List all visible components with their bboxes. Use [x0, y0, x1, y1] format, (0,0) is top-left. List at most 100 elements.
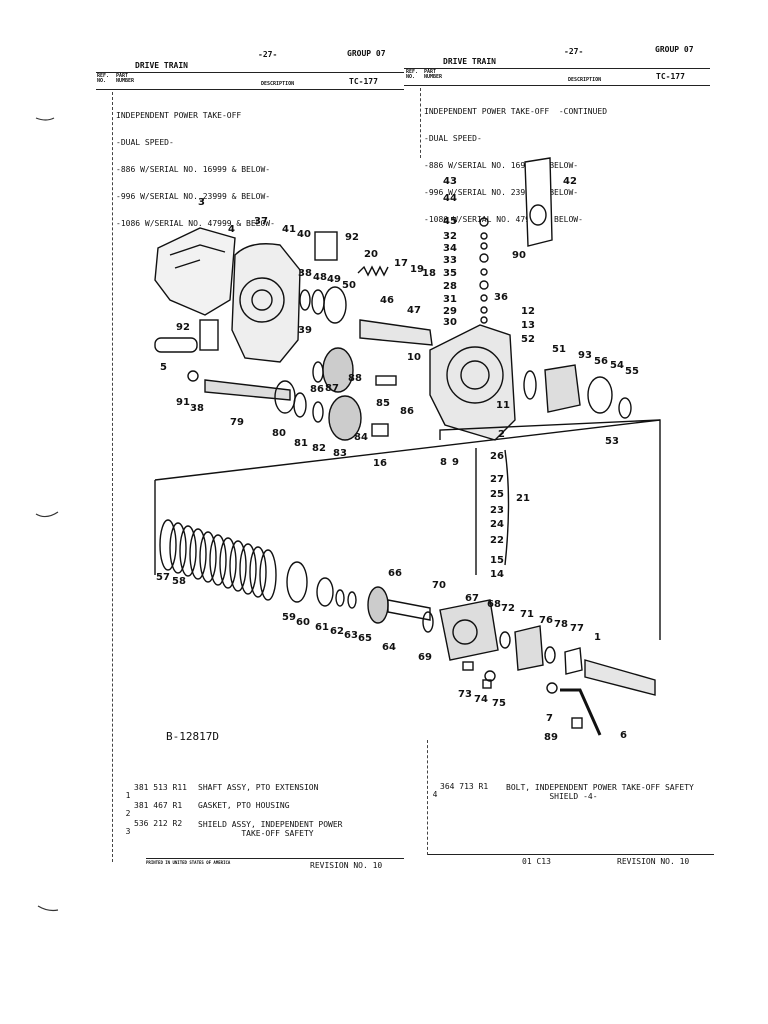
- parts-row: 2: [116, 802, 131, 818]
- right-page-number: -27-: [564, 47, 584, 56]
- callout-85: 85: [376, 398, 390, 409]
- bracket-42: [524, 157, 553, 247]
- callout-12: 12: [521, 306, 535, 317]
- part-number: 381 513 R11: [134, 783, 187, 792]
- shaft-46: [359, 319, 433, 346]
- revision-right: REVISION NO. 10: [617, 857, 690, 866]
- callout-31: 31: [443, 294, 457, 305]
- left-group-label: GROUP 07: [347, 49, 386, 58]
- left-col-ref: REF. NO.: [97, 73, 110, 84]
- bracket-92-left: [199, 319, 219, 351]
- parts-row: 4: [423, 783, 438, 799]
- callout-7: 7: [546, 713, 553, 724]
- left-header-rule-top: [96, 72, 404, 73]
- callout-62: 62: [330, 626, 344, 637]
- callout-70: 70: [432, 580, 446, 591]
- callout-56: 56: [594, 356, 608, 367]
- callout-46: 46: [380, 295, 394, 306]
- center-column-guide: [420, 88, 421, 158]
- callout-65: 65: [358, 633, 372, 644]
- callout-48: 48: [313, 272, 327, 283]
- callout-27: 27: [490, 474, 504, 485]
- callout-92: 92: [345, 232, 359, 243]
- callout-8: 8: [440, 457, 447, 468]
- callout-68: 68: [487, 599, 501, 610]
- callout-69: 69: [418, 652, 432, 663]
- callout-66: 66: [388, 568, 402, 579]
- revision-left: REVISION NO. 10: [310, 861, 383, 870]
- callout-23: 23: [490, 505, 504, 516]
- callout-52: 52: [521, 334, 535, 345]
- left-page-number: -27-: [258, 50, 278, 59]
- left-section-title: DRIVE TRAIN: [135, 61, 188, 70]
- printed-in-usa: PRINTED IN UNITED STATES OF AMERICA: [146, 860, 231, 865]
- right-col-ref: REF. NO.: [406, 69, 419, 80]
- callout-10: 10: [407, 352, 421, 363]
- right-col-desc: DESCRIPTION: [568, 77, 602, 83]
- callout-49: 49: [327, 274, 341, 285]
- callout-40: 40: [297, 229, 311, 240]
- callout-34: 34: [443, 243, 457, 254]
- right-header-rule-top: [404, 68, 710, 69]
- footer-code: 01 C13: [522, 857, 551, 866]
- ref-no: 2: [125, 809, 131, 818]
- callout-24: 24: [490, 519, 504, 530]
- left-column-guide: [112, 92, 113, 862]
- figure-id: B-12817D: [166, 730, 219, 743]
- callout-53: 53: [605, 436, 619, 447]
- callout-4: 4: [228, 224, 235, 235]
- callout-33: 33: [443, 255, 457, 266]
- lever-89: [560, 688, 602, 736]
- callout-59: 59: [282, 612, 296, 623]
- callout-42: 42: [563, 176, 577, 187]
- left-heading-line: -1086 W/SERIAL NO. 47999 & BELOW-: [116, 219, 275, 228]
- callout-37: 37: [254, 216, 268, 227]
- callout-93: 93: [578, 350, 592, 361]
- left-col-desc: DESCRIPTION: [261, 81, 295, 87]
- left-col-part: PART NUMBER: [116, 73, 135, 84]
- spring-20: [357, 265, 389, 277]
- part-description: BOLT, INDEPENDENT POWER TAKE-OFF SAFETY …: [506, 783, 694, 801]
- callout-80: 80: [272, 428, 286, 439]
- callout-2: 2: [498, 429, 505, 440]
- ref-no: 1: [125, 791, 131, 800]
- callout-1: 1: [594, 632, 601, 643]
- right-col-part: PART NUMBER: [424, 69, 443, 80]
- callout-5: 5: [160, 362, 167, 373]
- clutch-cage-51: [544, 364, 581, 413]
- callout-47: 47: [407, 305, 421, 316]
- callout-73: 73: [458, 689, 472, 700]
- center-column-guide-lower: [427, 740, 428, 855]
- right-group-label: GROUP 07: [655, 45, 694, 54]
- left-code: TC-177: [349, 77, 378, 86]
- callout-43: 43: [443, 176, 457, 187]
- callout-28: 28: [443, 281, 457, 292]
- clutch-pack-frame: [154, 419, 661, 640]
- part-description: SHIELD ASSY, INDEPENDENT POWER TAKE-OFF …: [198, 820, 343, 838]
- callout-60: 60: [296, 617, 310, 628]
- callout-86b: 86: [400, 406, 414, 417]
- callout-16: 16: [373, 458, 387, 469]
- callout-76: 76: [539, 615, 553, 626]
- callout-71: 71: [520, 609, 534, 620]
- gear-64: [367, 586, 389, 624]
- callout-72: 72: [501, 603, 515, 614]
- callout-11: 11: [496, 400, 510, 411]
- callout-50: 50: [342, 280, 356, 291]
- pto-shield: [154, 227, 236, 316]
- callout-77: 77: [570, 623, 584, 634]
- cover-plate: [231, 243, 301, 363]
- left-header-rule-bottom: [96, 89, 404, 90]
- callout-61: 61: [315, 622, 329, 633]
- right-code: TC-177: [656, 72, 685, 81]
- callout-41: 41: [282, 224, 296, 235]
- callout-36: 36: [494, 292, 508, 303]
- callout-45: 45: [443, 216, 457, 227]
- callout-90: 90: [512, 250, 526, 261]
- part-description: GASKET, PTO HOUSING: [198, 801, 290, 810]
- callout-26: 26: [490, 451, 504, 462]
- callout-29: 29: [443, 306, 457, 317]
- right-heading-line: INDEPENDENT POWER TAKE-OFF -CONTINUED: [424, 107, 608, 116]
- callout-75: 75: [492, 698, 506, 709]
